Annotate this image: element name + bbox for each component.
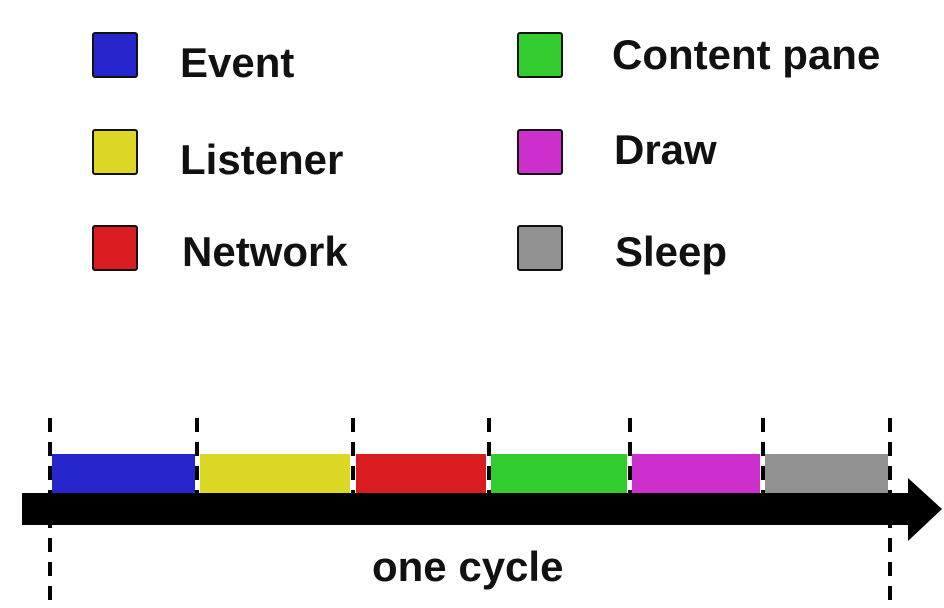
segment-draw xyxy=(632,454,760,494)
network-label: Network xyxy=(182,228,348,275)
segment-listener xyxy=(200,454,350,494)
sleep-swatch xyxy=(517,225,563,271)
event-label: Event xyxy=(180,39,295,86)
content-pane-label: Content pane xyxy=(612,31,881,78)
time-arrow-head xyxy=(908,478,942,541)
time-arrow-shaft xyxy=(22,493,912,525)
cycle-label: one cycle xyxy=(372,543,564,590)
segment-event xyxy=(52,454,195,494)
content-pane-swatch xyxy=(517,32,563,78)
segment-sleep xyxy=(765,454,888,494)
segment-network xyxy=(356,454,486,494)
event-swatch xyxy=(92,32,138,78)
listener-label: Listener xyxy=(180,136,344,183)
draw-label: Draw xyxy=(614,126,717,173)
network-swatch xyxy=(92,225,138,271)
listener-swatch xyxy=(92,129,138,175)
sleep-label: Sleep xyxy=(615,228,728,275)
segment-content xyxy=(491,454,627,494)
draw-swatch xyxy=(517,129,563,175)
